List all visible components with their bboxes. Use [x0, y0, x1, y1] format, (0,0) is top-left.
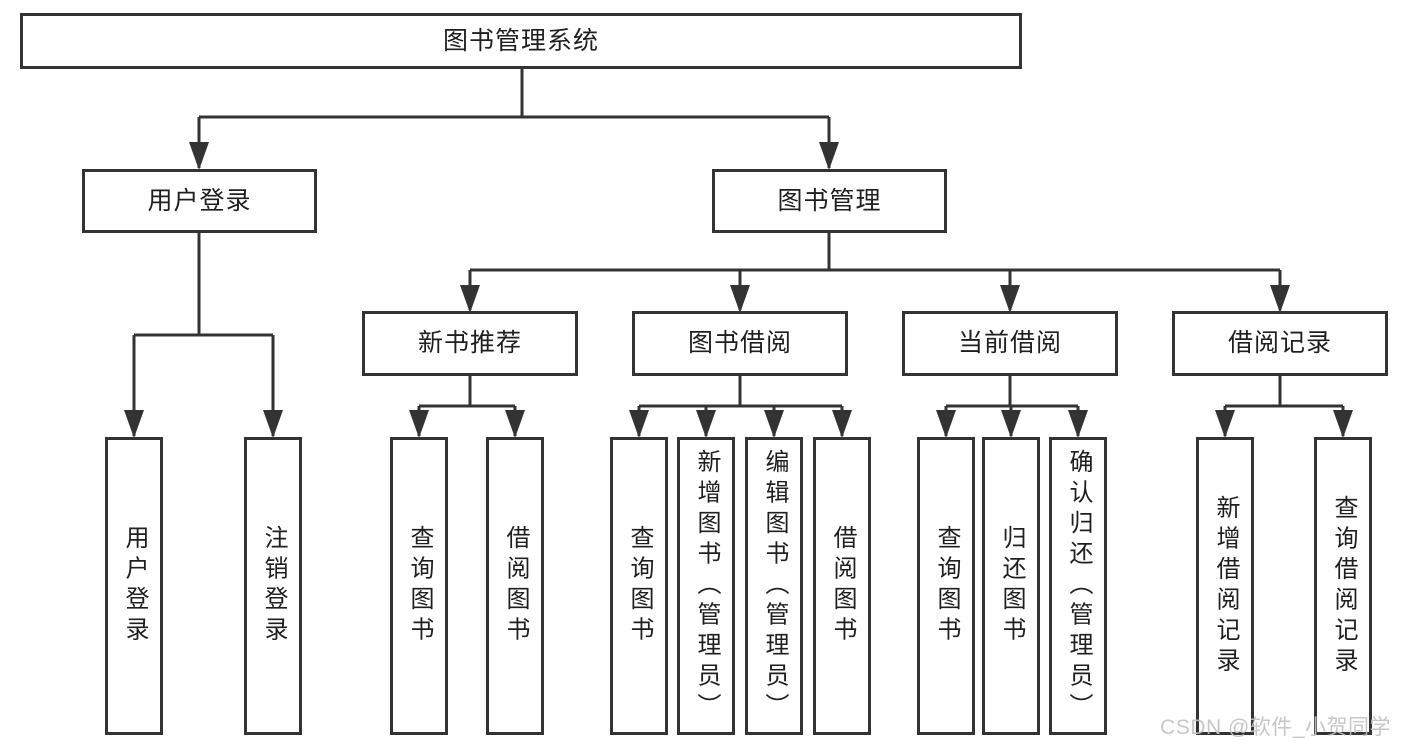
node-label: 当前借阅: [957, 329, 1062, 357]
node-label: 新增图书（管理员）: [693, 448, 720, 724]
node-root-library-system: 图书管理系统: [20, 13, 1022, 69]
leaf-logout: 注销登录: [244, 437, 302, 735]
node-label: 借阅记录: [1227, 329, 1332, 357]
node-book-management: 图书管理: [712, 169, 947, 233]
node-new-book-recommend: 新书推荐: [362, 311, 578, 376]
node-label: 图书管理: [777, 186, 882, 215]
node-label: 用户登录: [147, 186, 252, 215]
node-label: 编辑图书（管理员）: [761, 448, 788, 724]
leaf-current-return-books: 归还图书: [982, 437, 1040, 735]
node-label: 归还图书: [998, 525, 1025, 647]
node-label: 查询借阅记录: [1330, 494, 1357, 678]
node-label: 查询图书: [933, 525, 960, 647]
node-label: 用户登录: [121, 525, 148, 647]
node-book-borrowing: 图书借阅: [632, 311, 848, 376]
node-label: 查询图书: [626, 525, 653, 647]
node-borrowing-records: 借阅记录: [1172, 311, 1388, 376]
leaf-borrowing-borrow-books: 借阅图书: [813, 437, 871, 735]
leaf-current-confirm-return-admin: 确认归还（管理员）: [1049, 437, 1107, 735]
node-current-borrowing: 当前借阅: [902, 311, 1118, 376]
node-label: 图书管理系统: [442, 26, 599, 55]
csdn-watermark: CSDN @软件_小贺同学: [1160, 716, 1391, 739]
leaf-current-query-books: 查询图书: [917, 437, 975, 735]
node-user-login: 用户登录: [82, 169, 317, 233]
node-label: 确认归还（管理员）: [1065, 448, 1092, 724]
leaf-user-login: 用户登录: [105, 437, 163, 735]
leaf-records-add-record: 新增借阅记录: [1196, 437, 1254, 735]
node-label: 查询图书: [406, 525, 433, 647]
leaf-recommend-query-books: 查询图书: [390, 437, 448, 735]
leaf-borrowing-query-books: 查询图书: [610, 437, 668, 735]
node-label: 图书借阅: [687, 329, 792, 357]
node-label: 借阅图书: [829, 525, 856, 647]
node-label: 新增借阅记录: [1212, 494, 1239, 678]
leaf-records-query-record: 查询借阅记录: [1314, 437, 1372, 735]
leaf-borrowing-edit-books-admin: 编辑图书（管理员）: [745, 437, 803, 735]
node-label: 注销登录: [260, 525, 287, 647]
leaf-borrowing-add-books-admin: 新增图书（管理员）: [677, 437, 735, 735]
node-label: 借阅图书: [502, 525, 529, 647]
node-label: 新书推荐: [417, 329, 522, 357]
leaf-recommend-borrow-books: 借阅图书: [486, 437, 544, 735]
